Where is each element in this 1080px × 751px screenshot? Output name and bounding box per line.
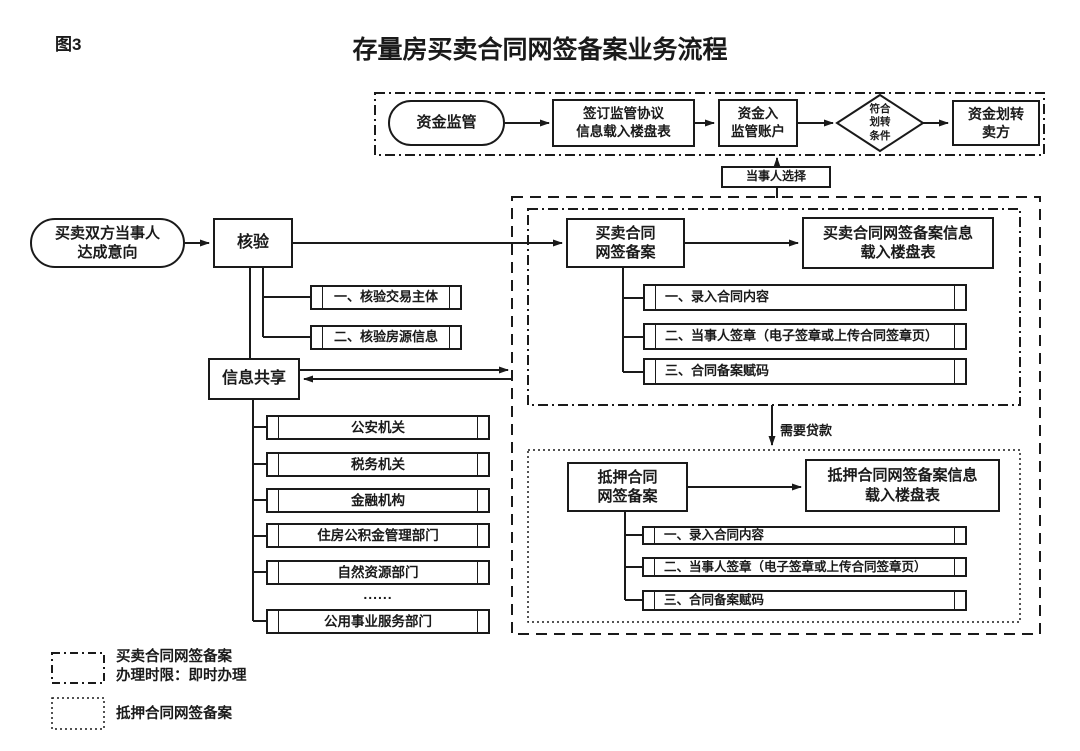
sale-contract-result-node: 买卖合同网签备案信息 载入楼盘表 [802, 217, 994, 269]
sale-contract-node: 买卖合同 网签备案 [566, 218, 685, 268]
mortgage-contract-node: 抵押合同 网签备案 [567, 462, 688, 512]
sign-agreement-step: 签订监管协议 信息载入楼盘表 [552, 99, 695, 147]
party-choice-label: 当事人选择 [721, 166, 831, 188]
department-item-tax: 税务机关 [266, 452, 490, 477]
departments-ellipsis: ...... [363, 585, 393, 602]
fund-lane-arrows [505, 119, 949, 198]
department-item-housing-fund: 住房公积金管理部门 [266, 523, 490, 548]
mortgage-contract-result-node: 抵押合同网签备案信息 载入楼盘表 [805, 459, 1000, 512]
fund-supervision-start-oval: 资金监管 [388, 100, 505, 146]
sale-filing-frame [527, 208, 1021, 406]
funds-into-account-step: 资金入 监管账户 [718, 99, 798, 147]
mortgage-step-enter-contract: 一、录入合同内容 [642, 526, 967, 545]
figure-label: 图3 [55, 35, 82, 54]
legend-item-sale-label: 买卖合同网签备案 办理时限：即时办理 [116, 649, 247, 684]
mortgage-filing-frame [527, 449, 1021, 623]
transfer-condition-decision: 符合 划转 条件 [869, 103, 891, 142]
parties-intent-start-oval: 买卖双方当事人 达成意向 [30, 218, 185, 268]
filing-outer-frame [511, 196, 1041, 635]
department-item-finance: 金融机构 [266, 488, 490, 513]
verify-item-listing: 二、核验房源信息 [310, 325, 462, 350]
mortgage-section-connectors [624, 483, 802, 601]
legend-dotted-swatch [51, 697, 105, 730]
legend-dashdot-swatch [51, 652, 105, 684]
legend-item-mortgage-label: 抵押合同网签备案 [116, 706, 232, 722]
department-item-natural-resources: 自然资源部门 [266, 560, 490, 585]
department-item-public-utilities: 公用事业服务部门 [266, 609, 490, 634]
sale-section-connectors [622, 239, 799, 446]
info-share-node: 信息共享 [208, 358, 300, 400]
department-item-police: 公安机关 [266, 415, 490, 440]
loan-required-label: 需要贷款 [780, 423, 833, 438]
verify-item-subject: 一、核验交易主体 [310, 285, 462, 310]
sale-step-enter-contract: 一、录入合同内容 [643, 284, 967, 311]
transfer-to-seller-step: 资金划转 卖方 [952, 100, 1040, 146]
mortgage-step-filing-code: 三、合同备案赋码 [642, 590, 967, 611]
verify-node: 核验 [213, 218, 293, 268]
sale-step-filing-code: 三、合同备案赋码 [643, 358, 967, 385]
fund-supervision-frame [374, 92, 1045, 156]
mortgage-step-signature: 二、当事人签章（电子签章或上传合同签章页） [642, 557, 967, 577]
page-title: 存量房买卖合同网签备案业务流程 [352, 36, 728, 64]
sale-step-signature: 二、当事人签章（电子签章或上传合同签章页） [643, 323, 967, 350]
left-flow-connectors [185, 239, 563, 622]
